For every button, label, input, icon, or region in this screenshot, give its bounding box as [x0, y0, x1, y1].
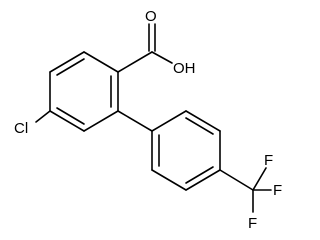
ring-b-inner-double-2 — [185, 166, 214, 184]
ring-b-bond-5 — [151, 169, 187, 191]
trifluoromethyl-group: F F F — [219, 152, 282, 232]
trifluoromethylphenyl-ring — [151, 110, 221, 191]
chloro-substituent: Cl — [14, 110, 51, 137]
chlorine-label: Cl — [14, 120, 28, 137]
ring-b-bond-4 — [185, 169, 221, 191]
ring-b-bond-2 — [185, 110, 221, 132]
hydroxyl-label: OH — [173, 60, 196, 77]
carbonyl-oxygen-label: O — [145, 8, 157, 25]
fluorine-top-bond — [252, 167, 267, 191]
ring-b-inner-double-1 — [185, 117, 214, 135]
ring-a-bond-4 — [49, 110, 85, 132]
ring-a-inner-double-1 — [56, 58, 85, 76]
fluorine-top-label: F — [264, 152, 273, 169]
chemical-structure-diagram: O OH Cl F F F — [14, 8, 282, 232]
fluorine-right-label: F — [273, 182, 282, 199]
ring-a-inner-double-2 — [56, 107, 85, 125]
ring-b-bond-1 — [151, 110, 187, 132]
ring-a-bond-2 — [49, 51, 85, 73]
chlorine-bond — [35, 110, 51, 123]
hydroxyl-bond — [151, 51, 173, 64]
carboxylic-acid-group: O OH — [117, 8, 196, 77]
benzoic-acid-ring — [49, 51, 119, 132]
biaryl-bond — [117, 110, 153, 132]
carboxyl-carbon-bond — [117, 51, 153, 73]
ring-a-bond-5 — [83, 110, 119, 132]
ring-a-bond-1 — [83, 51, 119, 73]
cf3-carbon-bond — [219, 169, 254, 191]
fluorine-bottom-label: F — [248, 215, 257, 232]
